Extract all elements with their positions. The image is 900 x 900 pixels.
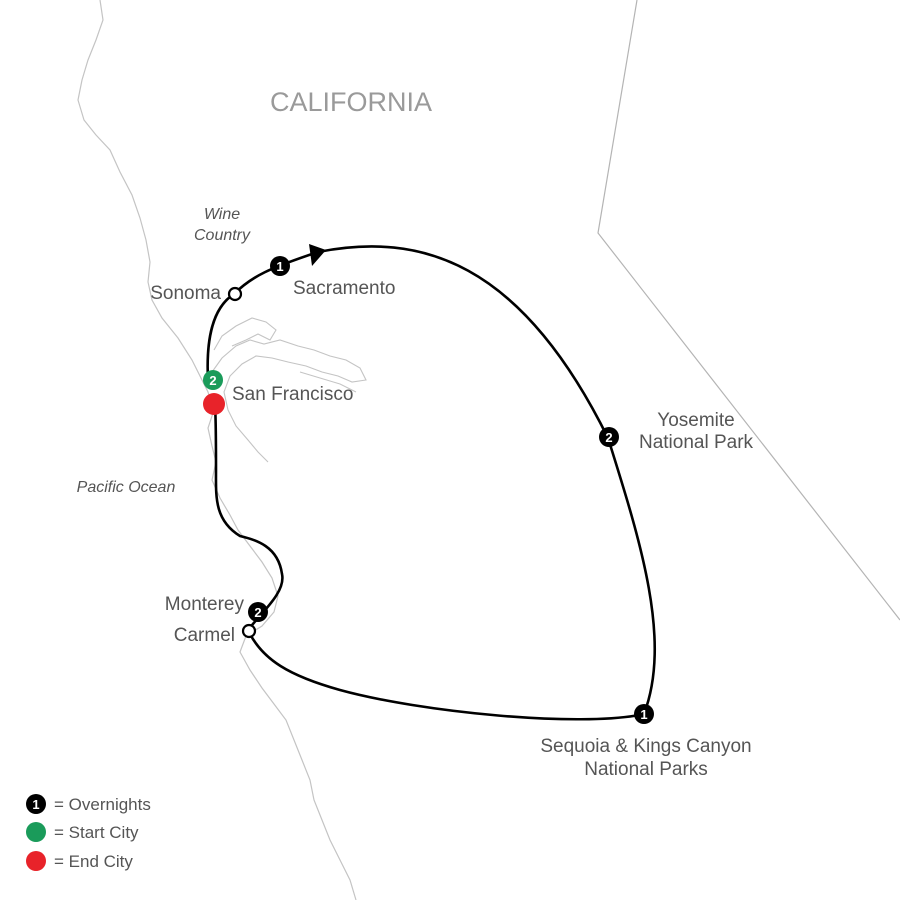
legend-overnights-marker <box>26 794 46 814</box>
sequoia-overnight-count: 1 <box>640 707 647 722</box>
sequoia-label-line1: Sequoia & Kings Canyon <box>540 736 751 757</box>
bay-waterway <box>213 317 277 351</box>
yosemite-label-line2: National Park <box>639 432 754 453</box>
san-francisco-end-marker <box>203 393 225 415</box>
monterey-overnight-marker <box>248 602 268 622</box>
san-francisco-start-marker <box>203 370 223 390</box>
route-direction-arrow <box>309 244 326 266</box>
map-legend: 1 = Overnights = Start City = End City <box>26 794 151 871</box>
legend-start-marker <box>26 822 46 842</box>
yosemite-overnight-marker <box>599 427 619 447</box>
sonoma-stop-marker <box>227 286 243 302</box>
state-border <box>597 0 900 621</box>
wine-country-label-line2: Country <box>194 227 251 244</box>
bay-waterway <box>211 339 367 463</box>
yosemite-label-line1: Yosemite <box>657 410 734 431</box>
sacramento-overnight-count: 1 <box>276 259 283 274</box>
carmel-label: Carmel <box>174 625 235 646</box>
sonoma-label: Sonoma <box>150 283 221 304</box>
yosemite-overnight-count: 2 <box>605 430 612 445</box>
san-francisco-overnight-count: 2 <box>209 373 216 388</box>
sequoia-overnight-marker <box>634 704 654 724</box>
legend-start-label: = Start City <box>54 823 139 842</box>
monterey-label: Monterey <box>165 594 245 615</box>
sequoia-label-line2: National Parks <box>584 759 708 780</box>
sacramento-overnight-marker <box>270 256 290 276</box>
san-francisco-label: San Francisco <box>232 384 353 405</box>
legend-overnights-label: = Overnights <box>54 795 151 814</box>
legend-end-marker <box>26 851 46 871</box>
coastline <box>77 0 357 900</box>
legend-end-label: = End City <box>54 852 133 871</box>
bay-waterway <box>299 371 357 393</box>
region-label: CALIFORNIA <box>270 87 432 117</box>
pacific-ocean-label: Pacific Ocean <box>77 479 176 496</box>
wine-country-label-line1: Wine <box>204 206 240 223</box>
sacramento-label: Sacramento <box>293 278 395 299</box>
monterey-overnight-count: 2 <box>254 605 261 620</box>
legend-overnights-marker-number: 1 <box>32 797 39 812</box>
tour-route <box>206 245 657 721</box>
carmel-stop-marker <box>241 623 257 639</box>
